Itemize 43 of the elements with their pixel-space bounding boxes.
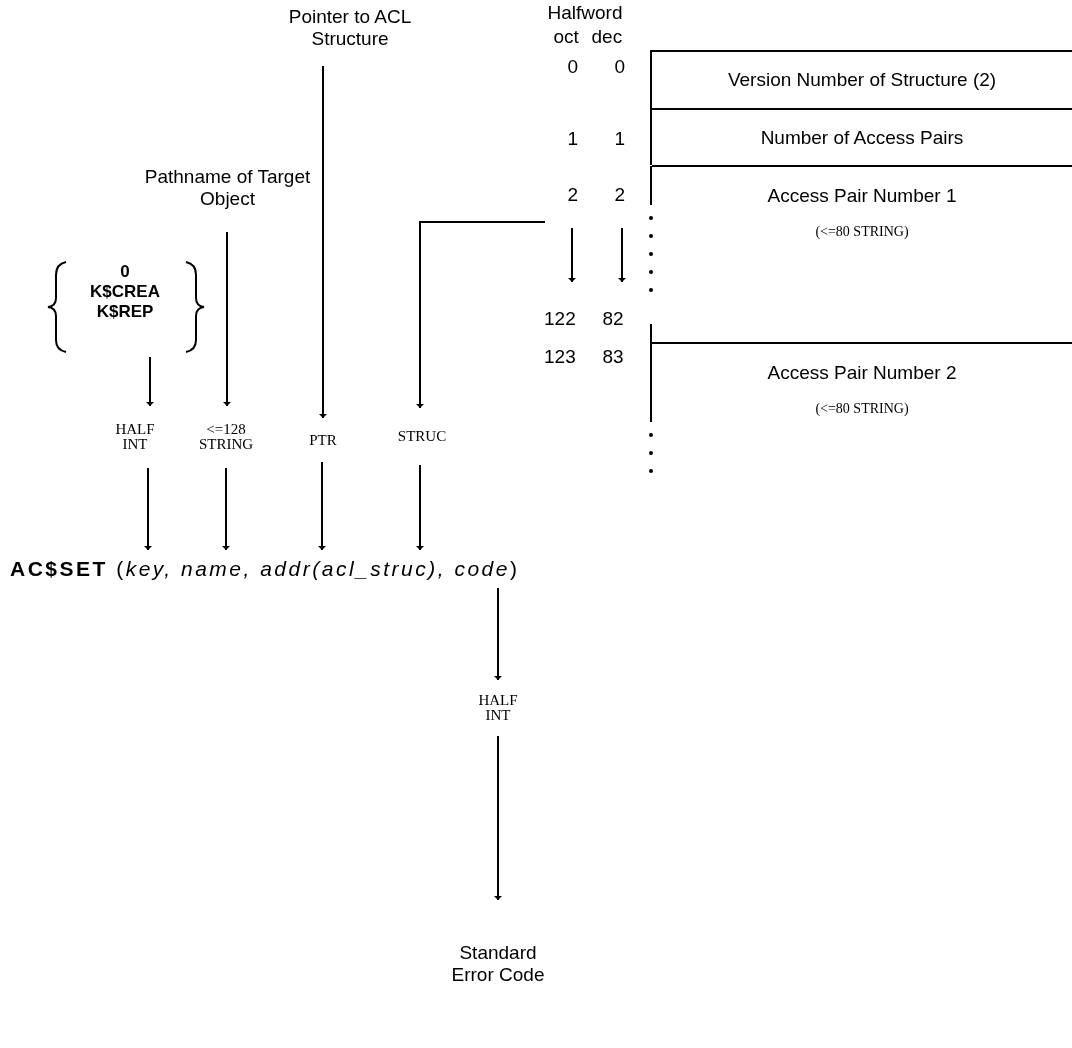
field-name: Number of Access Pairs xyxy=(760,126,964,149)
arrow xyxy=(415,221,546,409)
type-label: <=128 STRING xyxy=(180,406,272,468)
offset-number: 1 xyxy=(567,128,579,150)
offset-number: 122 xyxy=(544,308,576,330)
offset-number: 0 xyxy=(567,56,579,78)
column-header: Halfword xyxy=(547,2,623,24)
structure-field xyxy=(650,50,1072,108)
offset-number: 2 xyxy=(567,184,579,206)
field-note: (<=80 STRING) xyxy=(815,223,909,241)
offset-number: 83 xyxy=(602,346,624,368)
arrow xyxy=(222,231,232,407)
arrow xyxy=(493,587,503,681)
offset-number: 123 xyxy=(544,346,576,368)
type-label: PTR xyxy=(298,418,348,462)
arrow xyxy=(317,461,327,551)
option-text: K$CREA xyxy=(90,282,160,302)
type-label: STRUC xyxy=(382,408,462,465)
offset-number: 0 xyxy=(614,56,626,78)
caption-text: Pointer to ACL Structure xyxy=(250,6,450,66)
arrow xyxy=(415,464,425,551)
offset-number: 2 xyxy=(614,184,626,206)
offset-number: 1 xyxy=(614,128,626,150)
arrow xyxy=(143,467,153,551)
field-name: Access Pair Number 1 xyxy=(767,185,957,207)
field-name: Version Number of Structure (2) xyxy=(727,69,997,91)
type-label: HALF INT xyxy=(105,406,165,468)
offset-number: 82 xyxy=(602,308,624,330)
caption-text: Standard Error Code xyxy=(440,900,556,1028)
call-syntax: AC$SET (key, name, addr(acl_struc), code) xyxy=(10,550,520,588)
arrow xyxy=(318,65,328,419)
column-header: oct xyxy=(553,26,579,48)
arrow xyxy=(221,467,231,551)
caption-text: Pathname of Target Object xyxy=(130,166,325,232)
arrow xyxy=(493,735,503,901)
type-label: HALF INT xyxy=(468,680,528,736)
field-name: Access Pair Number 2 xyxy=(767,362,957,384)
structure-field xyxy=(650,108,1072,165)
column-header: dec xyxy=(591,26,623,48)
field-note: (<=80 STRING) xyxy=(815,400,909,418)
option-text: 0 xyxy=(120,262,130,282)
arrow xyxy=(145,356,155,407)
option-text: K$REP xyxy=(96,302,154,322)
